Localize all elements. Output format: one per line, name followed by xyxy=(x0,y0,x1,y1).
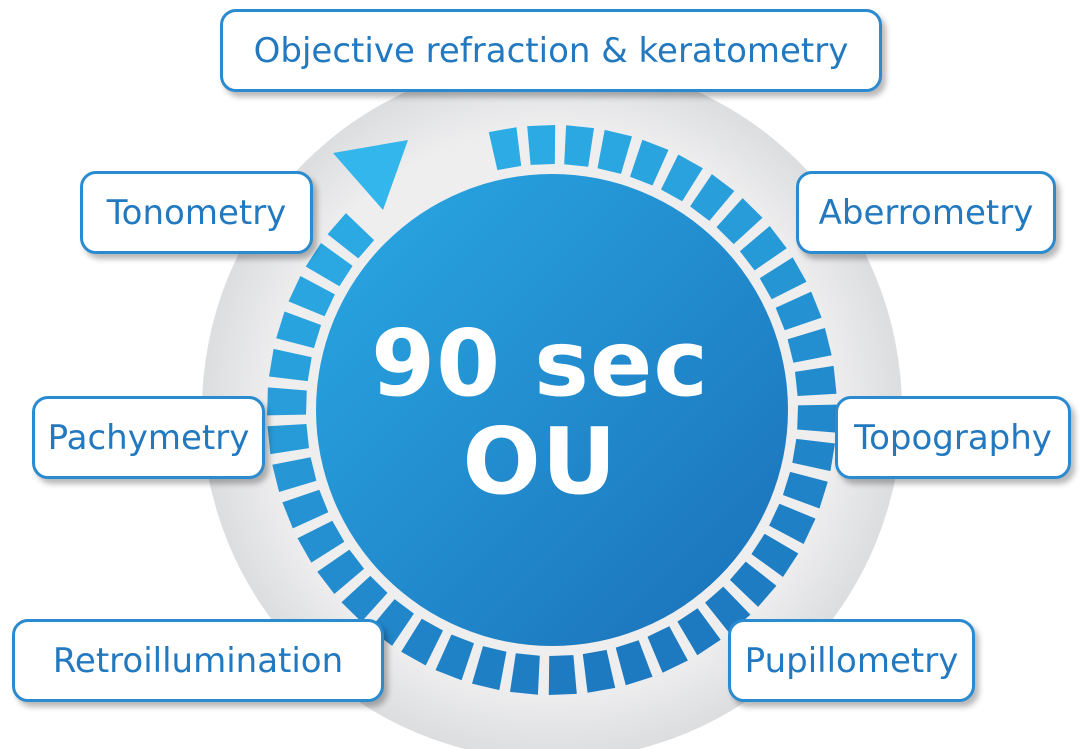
progress-segment xyxy=(488,127,522,171)
label-pachymetry: Pachymetry xyxy=(32,396,265,479)
progress-segment xyxy=(597,129,632,174)
label-objective-refraction: Objective refraction & keratometry xyxy=(220,9,882,92)
progress-segment xyxy=(267,424,309,455)
progress-segment xyxy=(276,311,322,349)
center-time-text: 90 sec xyxy=(371,310,709,417)
progress-segment xyxy=(797,404,837,433)
progress-segment xyxy=(751,533,799,577)
progress-segment xyxy=(630,139,669,186)
progress-segment xyxy=(297,520,345,563)
label-pupillometry: Pupillometry xyxy=(728,619,975,702)
progress-segment xyxy=(510,653,540,695)
progress-segment xyxy=(317,549,365,594)
progress-segment xyxy=(548,655,577,695)
progress-segment xyxy=(759,257,807,300)
progress-segment xyxy=(729,561,777,607)
progress-segment xyxy=(341,575,388,622)
progress-segment xyxy=(435,634,474,681)
center-dial xyxy=(316,174,788,646)
progress-segment xyxy=(272,457,317,492)
label-aberrometry: Aberrometry xyxy=(796,171,1056,254)
progress-segment xyxy=(782,471,828,509)
progress-segment xyxy=(615,640,653,686)
progress-segment xyxy=(582,649,616,693)
center-eye-text: OU xyxy=(462,408,618,515)
progress-arrow-icon xyxy=(333,140,408,210)
progress-segment xyxy=(288,276,335,317)
progress-segment xyxy=(769,503,816,544)
progress-segment xyxy=(327,213,375,259)
progress-segment xyxy=(792,438,835,472)
progress-segment xyxy=(690,174,735,221)
progress-segment xyxy=(739,226,787,271)
progress-segment xyxy=(661,154,703,202)
progress-segment xyxy=(677,608,721,656)
progress-segment xyxy=(282,489,329,529)
progress-segment xyxy=(527,125,556,165)
progress-segment xyxy=(401,618,443,666)
progress-segments xyxy=(267,125,837,695)
label-retroillumination: Retroillumination xyxy=(12,619,384,702)
label-tonometry: Tonometry xyxy=(80,171,313,254)
progress-segment xyxy=(472,646,507,691)
progress-segment xyxy=(269,348,312,382)
progress-segment xyxy=(787,328,832,363)
progress-segment xyxy=(564,125,594,167)
progress-segment xyxy=(305,243,353,287)
progress-segment xyxy=(647,626,688,673)
progress-segment xyxy=(775,291,822,331)
progress-segment xyxy=(795,365,837,396)
label-topography: Topography xyxy=(835,396,1071,479)
progress-segment xyxy=(267,387,307,416)
progress-segment xyxy=(716,198,763,245)
